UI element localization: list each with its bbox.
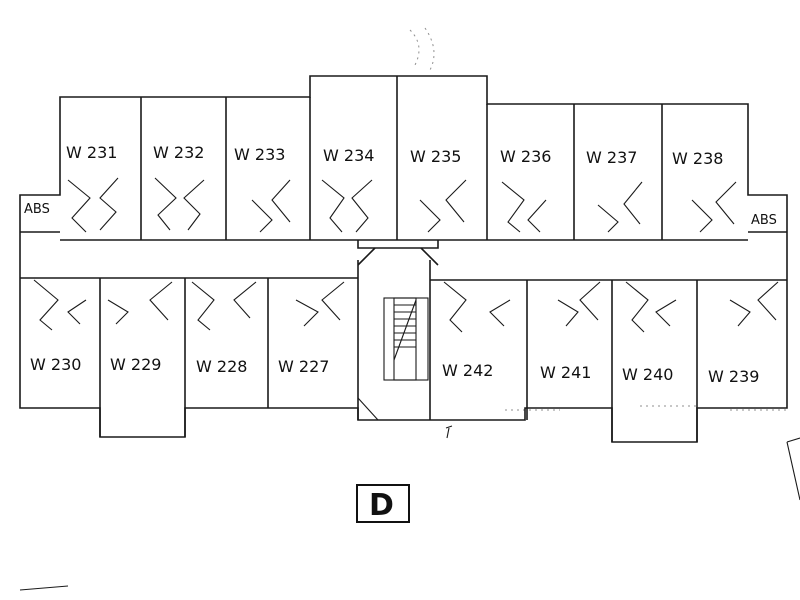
room-label-w229: W 229 (110, 355, 161, 374)
room-label-w237: W 237 (586, 148, 637, 167)
bottom-doors (33, 279, 779, 333)
room-label-w239: W 239 (708, 367, 759, 386)
room-label-w227: W 227 (278, 357, 329, 376)
room-label-w230: W 230 (30, 355, 81, 374)
room-label-w234: W 234 (323, 146, 374, 165)
room-label-w233: W 233 (234, 145, 285, 164)
room-label-w228: W 228 (196, 357, 247, 376)
stair-core (357, 240, 439, 421)
top-doors (67, 177, 737, 233)
top-room-walls (20, 76, 787, 241)
scan-dash-line (505, 405, 790, 411)
north-mark (445, 425, 453, 439)
room-label-w231: W 231 (66, 143, 117, 162)
room-label-w240: W 240 (622, 365, 673, 384)
block-letter-box: D (356, 484, 410, 523)
room-label-w238: W 238 (672, 149, 723, 168)
room-label-w242: W 242 (442, 361, 493, 380)
edge-fragment (786, 437, 800, 501)
block-letter: D (369, 488, 394, 523)
abs-label-right: ABS (751, 213, 777, 228)
scan-smudge (409, 27, 435, 71)
room-label-w235: W 235 (410, 147, 461, 166)
bottom-left-room-walls (99, 260, 359, 437)
edge-line (19, 585, 69, 591)
bottom-right-room-walls (429, 260, 698, 442)
room-label-w241: W 241 (540, 363, 591, 382)
building-outline (19, 75, 788, 443)
room-label-w232: W 232 (153, 143, 204, 162)
room-label-w236: W 236 (500, 147, 551, 166)
corridor-bottom-walls (20, 277, 787, 281)
abs-label-left: ABS (24, 202, 50, 217)
